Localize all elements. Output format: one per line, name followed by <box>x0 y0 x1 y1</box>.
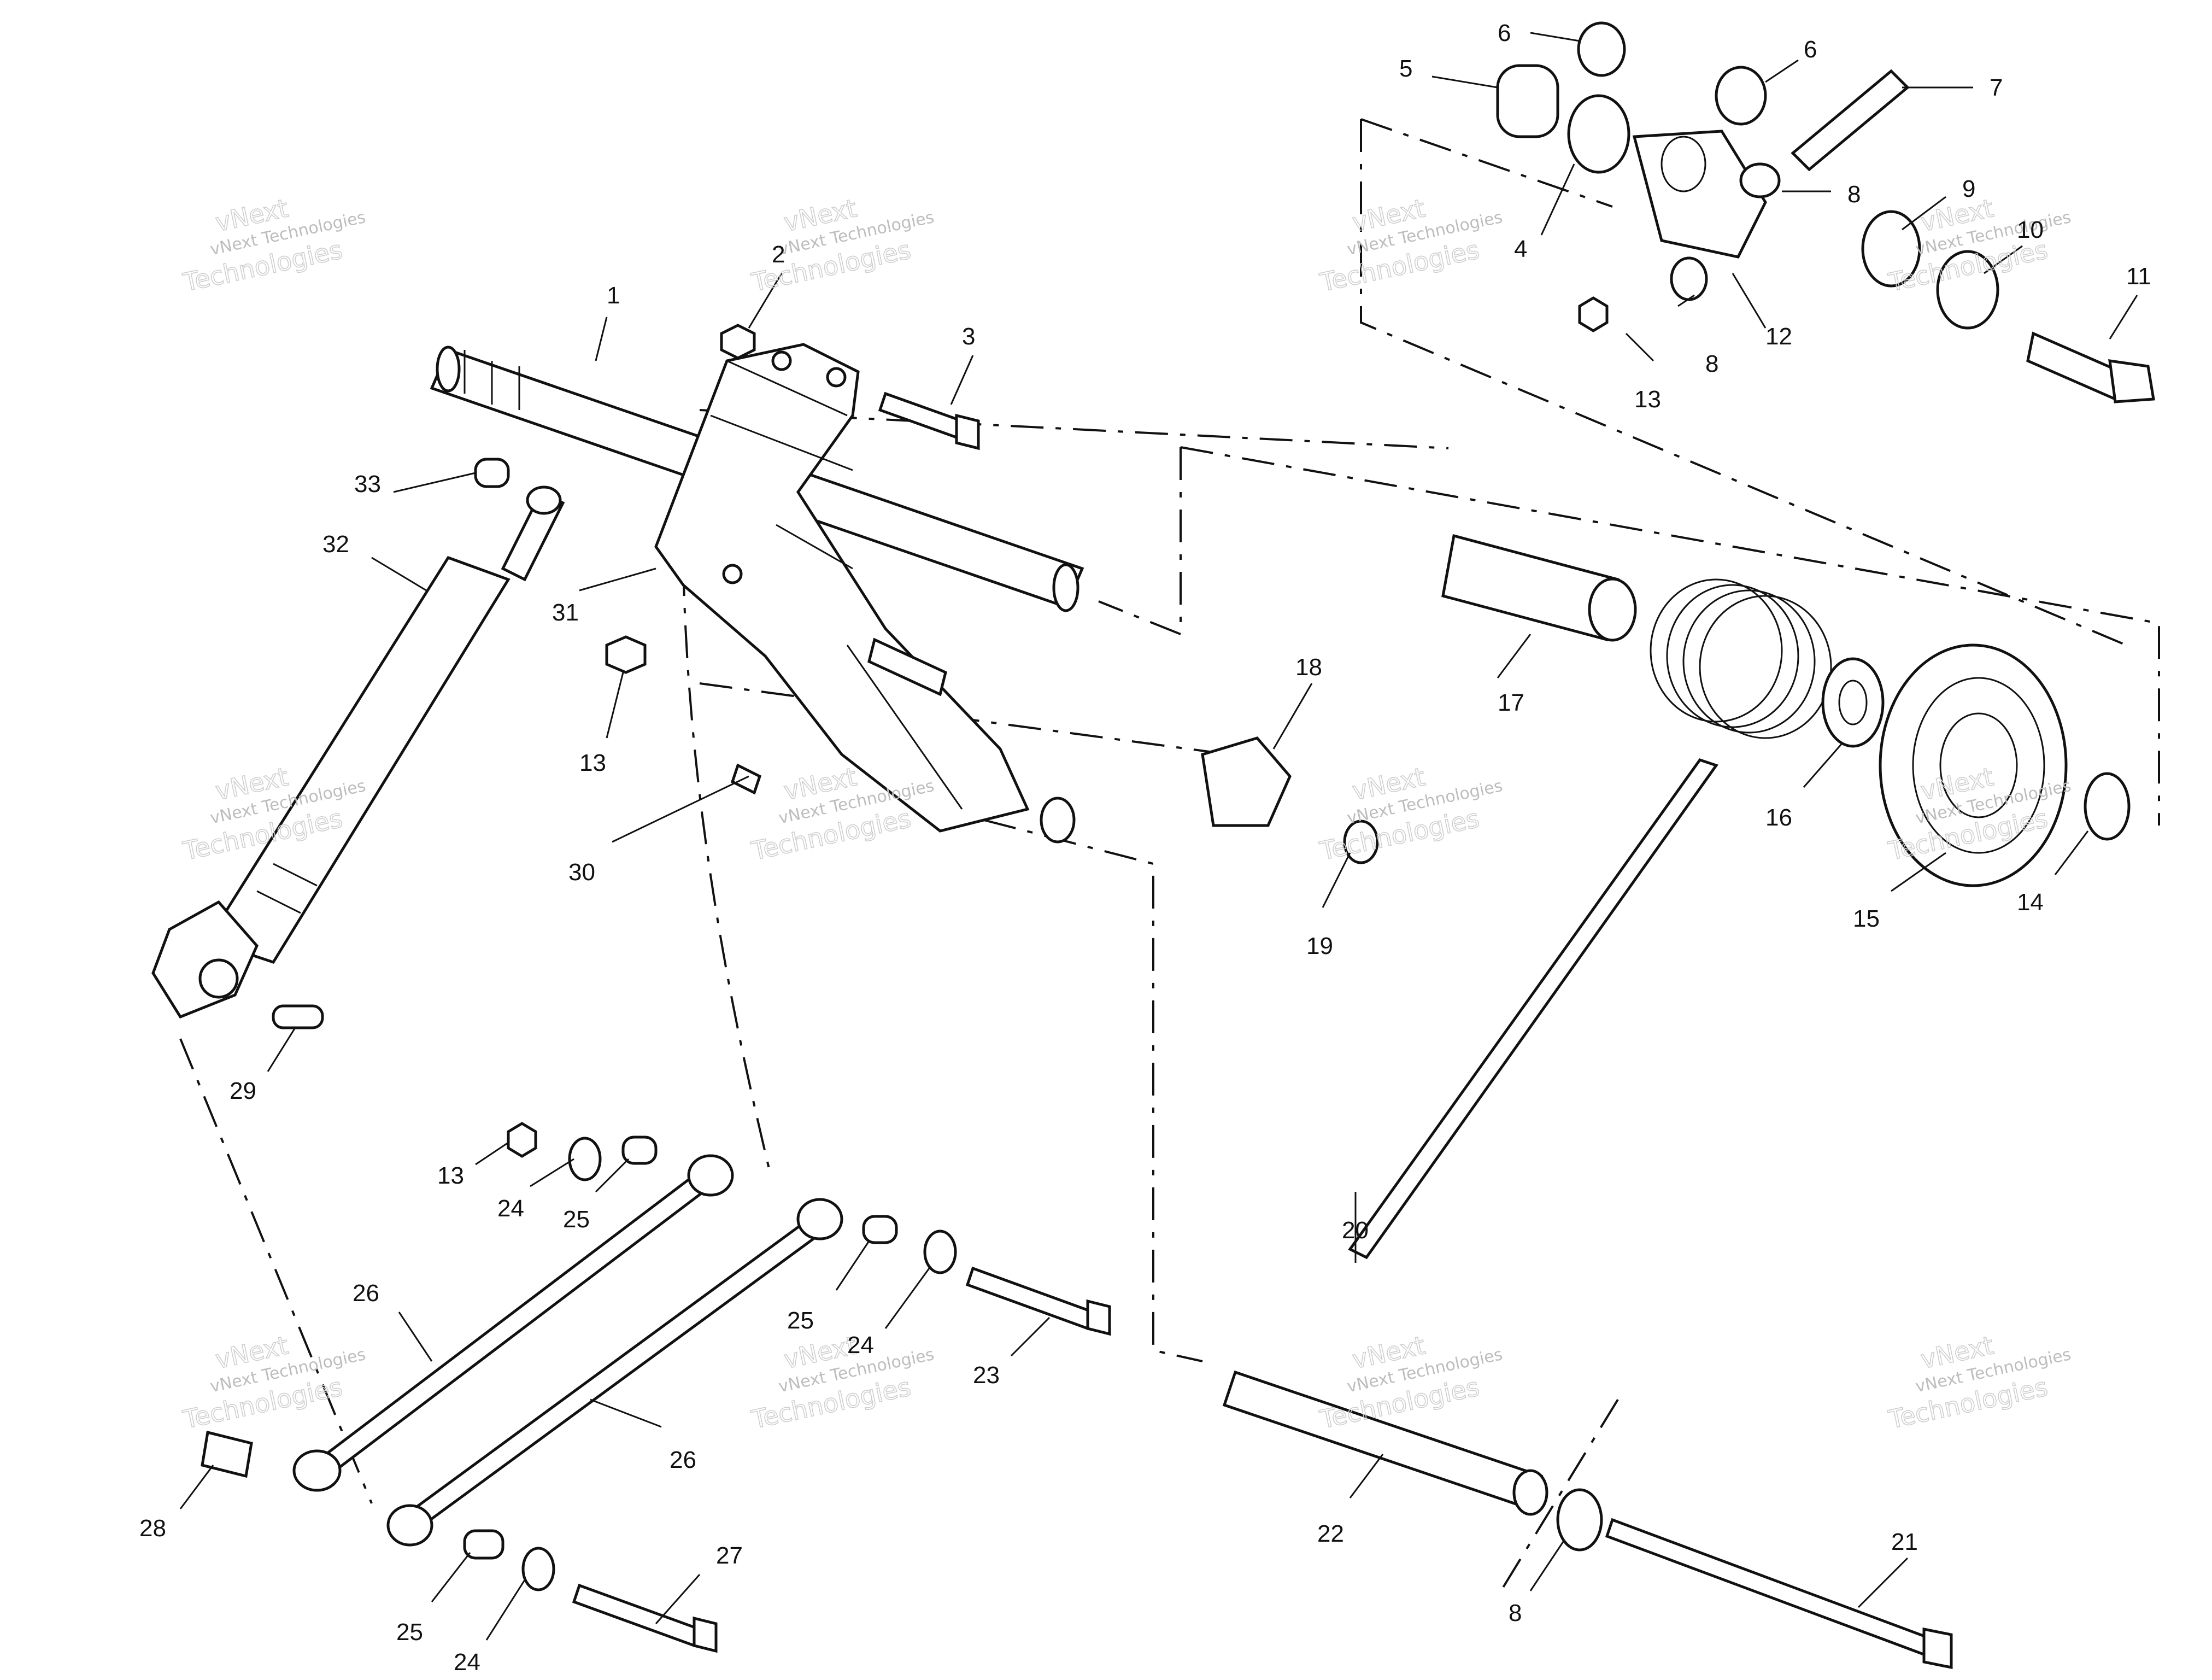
part-29-pin <box>272 1004 324 1029</box>
callout-8: 8 <box>1705 350 1718 377</box>
callout-16: 16 <box>1765 804 1792 831</box>
part-28-fitting <box>201 1430 253 1478</box>
part-3-bolt <box>878 391 964 440</box>
callout-2: 2 <box>772 241 785 268</box>
callout-18: 18 <box>1295 654 1322 681</box>
part-25-bushing-b <box>862 1215 898 1244</box>
callout-6: 6 <box>1804 36 1817 63</box>
part-6-bushing-left <box>1577 21 1626 77</box>
part-10-washer <box>1936 250 1999 330</box>
callout-26: 26 <box>670 1447 696 1473</box>
part-25-bushing-a <box>621 1135 658 1165</box>
part-8-washer-top <box>1739 162 1781 198</box>
callout-19: 19 <box>1306 933 1333 959</box>
callout-27: 27 <box>716 1542 743 1569</box>
watermark: vNext vNext Technologies Technologies <box>748 193 936 298</box>
part-13-nut <box>605 635 647 674</box>
part-24-washer-a <box>568 1137 602 1181</box>
callout-3: 3 <box>962 323 975 350</box>
assembly-guide-lines <box>179 118 2160 1597</box>
part-19-washer <box>1343 819 1379 864</box>
callout-labels: 1 2 3 4 5 6 6 7 8 8 8 9 10 11 12 13 13 1… <box>139 20 2151 1676</box>
part-14-bushing <box>2084 772 2131 841</box>
callout-23: 23 <box>973 1362 1000 1389</box>
callout-24: 24 <box>847 1332 874 1359</box>
part-26-link-upper <box>292 1154 734 1492</box>
part-23-bolt <box>965 1266 1095 1331</box>
part-7-bolt <box>1791 69 1910 172</box>
part-24-washer-c <box>521 1547 555 1591</box>
watermark: vNext vNext Technologies Technologies <box>180 193 367 298</box>
part-6-bushing-right <box>1715 66 1767 126</box>
callout-22: 22 <box>1317 1520 1344 1547</box>
callout-14: 14 <box>2017 889 2044 916</box>
part-8-washer-low <box>1556 1488 1603 1552</box>
callout-29: 29 <box>230 1078 256 1104</box>
callout-15: 15 <box>1853 905 1880 932</box>
part-30-grease-fitting <box>730 763 762 795</box>
callout-6: 6 <box>1498 20 1511 46</box>
part-9-washer <box>1861 210 1921 288</box>
part-11-bolt <box>2026 331 2122 401</box>
watermark: vNext vNext Technologies Technologies <box>180 1330 367 1435</box>
watermark: vNext vNext Technologies Technologies <box>1317 762 1504 867</box>
callout-32: 32 <box>322 531 349 558</box>
part-8-washer-mid <box>1670 256 1708 301</box>
callout-8: 8 <box>1847 181 1861 208</box>
callout-21: 21 <box>1891 1529 1918 1555</box>
leader-lines <box>179 32 2138 1641</box>
callout-25: 25 <box>396 1619 423 1646</box>
callout-8: 8 <box>1509 1600 1522 1626</box>
callout-24: 24 <box>497 1195 524 1222</box>
part-16-washer <box>1821 657 1885 748</box>
lower-cluster <box>201 1122 1953 1670</box>
watermark: vNext vNext Technologies Technologies <box>1885 1330 2073 1435</box>
small-parts <box>272 324 1637 1029</box>
callout-25: 25 <box>563 1206 590 1233</box>
callout-13: 13 <box>437 1162 464 1189</box>
callout-33: 33 <box>354 471 381 497</box>
callout-10: 10 <box>2017 216 2044 243</box>
callout-26: 26 <box>353 1280 379 1307</box>
callout-31: 31 <box>552 599 579 626</box>
watermark: vNext vNext Technologies Technologies <box>1317 1330 1504 1435</box>
part-13-nut-lower <box>507 1122 537 1158</box>
part-13-nut-top <box>1578 296 1609 332</box>
part-21-bolt <box>1605 1518 1937 1659</box>
callout-30: 30 <box>568 859 595 886</box>
callout-13: 13 <box>579 750 606 776</box>
callout-11: 11 <box>2126 263 2151 290</box>
callout-9: 9 <box>1962 175 1975 202</box>
callout-17: 17 <box>1498 689 1524 716</box>
part-12-arm <box>1632 130 1767 259</box>
callout-5: 5 <box>1399 55 1412 82</box>
watermark: vNext vNext Technologies Technologies <box>1317 193 1504 298</box>
part-33-bushing <box>474 458 510 488</box>
part-25-bushing-c <box>463 1529 504 1560</box>
watermark: vNext vNext Technologies Technologies <box>748 1330 936 1435</box>
part-2-nut <box>720 324 756 360</box>
callout-24: 24 <box>454 1649 480 1676</box>
part-5-bushing <box>1496 64 1559 138</box>
part-20-spring <box>1348 578 1832 1260</box>
part-4-washer <box>1567 94 1630 174</box>
callout-28: 28 <box>139 1515 166 1542</box>
part-15-idler-wheel <box>1879 643 2068 887</box>
part-18-block <box>1201 736 1292 827</box>
part-26-link-lower <box>386 1198 843 1547</box>
spring-assembly <box>1348 578 2131 1260</box>
part-32-shock <box>151 485 565 1019</box>
callout-13: 13 <box>1634 386 1661 413</box>
callout-4: 4 <box>1514 236 1527 262</box>
callout-20: 20 <box>1342 1217 1369 1244</box>
callout-12: 12 <box>1765 323 1792 350</box>
part-31-bracket <box>654 343 1076 844</box>
part-24-washer-b <box>923 1230 957 1274</box>
callout-1: 1 <box>607 282 620 309</box>
callout-25: 25 <box>787 1307 814 1334</box>
callout-7: 7 <box>1990 74 2003 101</box>
part-27-bolt <box>572 1583 702 1648</box>
